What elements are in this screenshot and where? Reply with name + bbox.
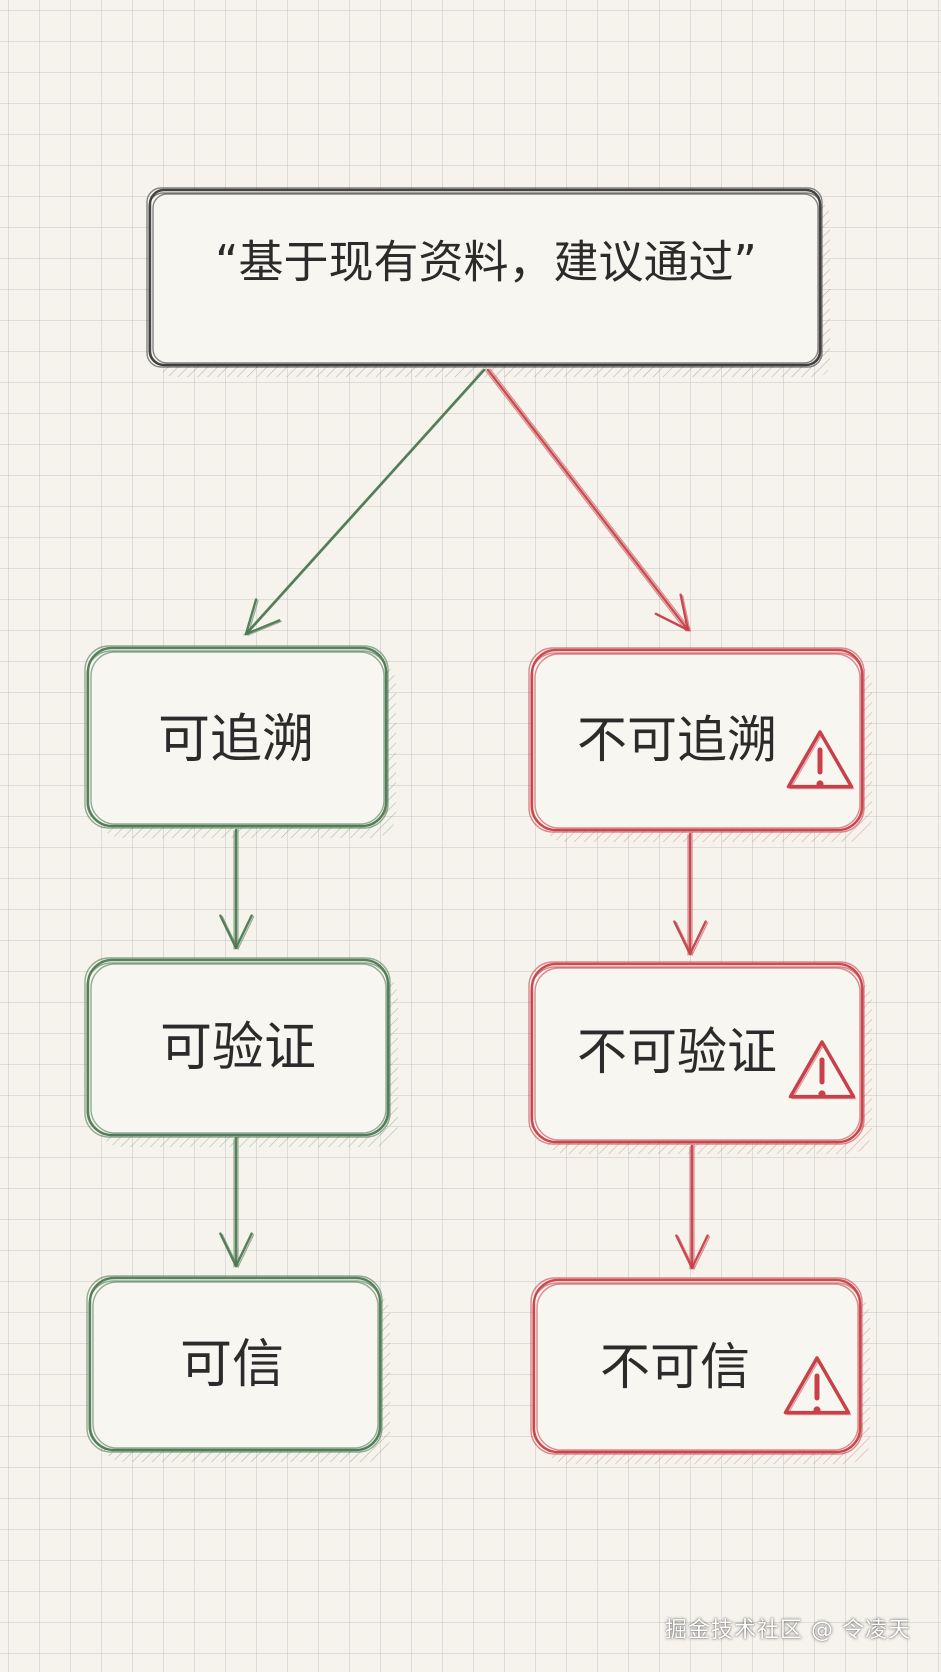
- negative-node-unverifiable-text: 不可验证: [577, 1023, 777, 1081]
- connectors: [219, 368, 711, 1270]
- negative-node-unverifiable-box: [528, 961, 872, 1154]
- positive-node-credible: 可信: [86, 1275, 390, 1462]
- positive-node-credible-text: 可信: [180, 1335, 284, 1395]
- negative-node-untraceable: 不可追溯: [528, 647, 872, 842]
- positive-node-traceable: 可追溯: [84, 645, 396, 838]
- negative-node-unverifiable: 不可验证: [528, 961, 872, 1154]
- watermark: 掘金技术社区 @ 令凌天: [665, 1618, 911, 1643]
- positive-node-verifiable-text: 可验证: [160, 1018, 316, 1078]
- root-node-text: “基于现有资料，建议通过”: [215, 236, 757, 289]
- warning-icon: [786, 730, 855, 790]
- negative-node-untraceable-box: [528, 647, 872, 842]
- positive-node-credible-box: [86, 1275, 390, 1462]
- negative-node-not-credible-text: 不可信: [600, 1338, 750, 1396]
- warning-icon: [783, 1356, 852, 1416]
- negative-node-not-credible: 不可信: [530, 1277, 870, 1464]
- root-node-box: [146, 187, 830, 377]
- positive-node-traceable-box: [84, 645, 396, 838]
- negative-node-not-credible-box: [530, 1277, 870, 1464]
- positive-node-verifiable: 可验证: [84, 957, 398, 1147]
- negative-node-untraceable-text: 不可追溯: [577, 711, 777, 769]
- positive-node-verifiable-box: [84, 957, 398, 1147]
- root-node: “基于现有资料，建议通过”: [146, 187, 830, 377]
- positive-node-traceable-text: 可追溯: [158, 710, 314, 770]
- warning-icon: [788, 1040, 857, 1100]
